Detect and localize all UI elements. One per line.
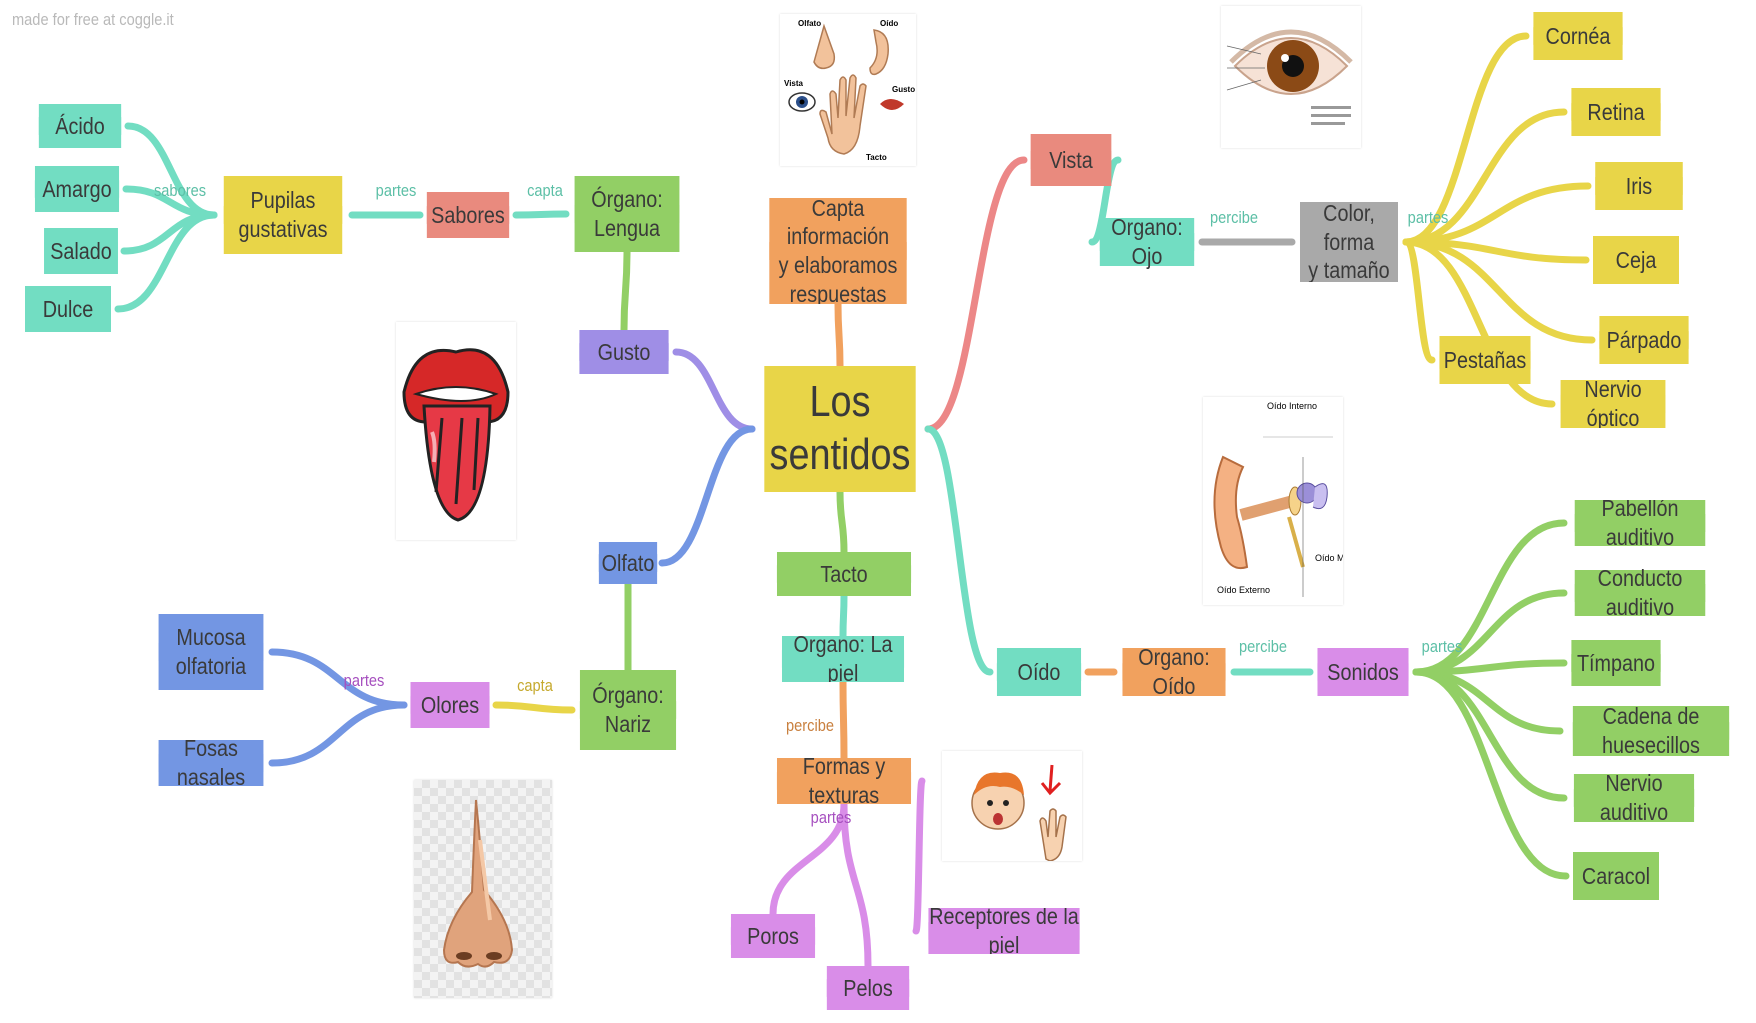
node-salado[interactable]: Salado <box>44 228 118 274</box>
node-nervio-auditivo[interactable]: Nervio auditivo <box>1574 774 1694 822</box>
connector-root-oido <box>928 429 990 672</box>
connector-piel-formas <box>843 682 844 758</box>
node-olores[interactable]: Olores <box>410 682 489 728</box>
node-dulce[interactable]: Dulce <box>25 286 111 332</box>
edge-label-sabores: sabores <box>154 181 206 201</box>
edge-label-percibe-piel: percibe <box>786 716 834 736</box>
node-nervio-optico[interactable]: Nervio óptico <box>1561 380 1666 428</box>
node-receptores-piel[interactable]: Receptores de la piel <box>928 908 1079 954</box>
connector-root-tacto <box>840 492 844 552</box>
node-cadena-huesecillos[interactable]: Cadena de huesecillos <box>1573 706 1730 756</box>
node-fosas-nasales[interactable]: Fosas nasales <box>159 740 264 786</box>
connector-root-vista <box>928 160 1024 429</box>
node-conducto-auditivo[interactable]: Conducto auditivo <box>1575 570 1706 616</box>
node-capta-informacion[interactable]: Capta información y elaboramos respuesta… <box>769 198 907 304</box>
senses-illustration: Olfato Oído Vista Gusto Tacto <box>780 14 916 166</box>
node-organo-la-piel[interactable]: Órgano: La piel <box>782 636 904 682</box>
node-mucosa-olfatoria[interactable]: Mucosa olfatoria <box>159 614 264 690</box>
connector-root-olfato <box>662 429 752 563</box>
lips-tongue-illustration <box>396 322 516 540</box>
eye-diagram <box>1221 6 1361 148</box>
edge-label-capta-nariz: capta <box>517 676 553 696</box>
senses-label-olfato: Olfato <box>798 19 821 28</box>
ear-label-interno: Oído Interno <box>1267 401 1317 411</box>
child-touch-illustration <box>942 751 1082 861</box>
ear-label-medio: Oído Me <box>1315 553 1343 563</box>
connector-root-gusto <box>676 352 752 429</box>
edge-label-partes-ojo: partes <box>1408 208 1449 228</box>
node-pupilas-gustativas[interactable]: Pupilas gustativas <box>224 176 343 254</box>
node-tacto[interactable]: Tacto <box>777 552 911 596</box>
connector-formas-pelos <box>844 804 868 966</box>
node-timpano[interactable]: Tímpano <box>1571 640 1660 686</box>
senses-label-gusto: Gusto <box>892 85 915 94</box>
node-cornea[interactable]: Cornéa <box>1533 12 1622 60</box>
connector-root-capta <box>838 304 840 366</box>
node-ceja[interactable]: Ceja <box>1593 236 1679 284</box>
connector-nariz-olores <box>496 705 572 710</box>
node-pabellon-auditivo[interactable]: Pabellón auditivo <box>1575 500 1706 546</box>
node-olfato[interactable]: Olfato <box>599 542 657 584</box>
ear-label-externo: Oído Externo <box>1217 585 1270 595</box>
node-organo-ojo[interactable]: Órgano: Ojo <box>1100 218 1195 266</box>
edge-label-capta-lengua: capta <box>527 181 563 201</box>
node-amargo[interactable]: Amargo <box>35 166 119 212</box>
node-organo-lengua[interactable]: Órgano: Lengua <box>575 176 680 252</box>
node-acido[interactable]: Ácido <box>39 104 122 148</box>
node-gusto[interactable]: Gusto <box>579 330 668 374</box>
node-caracol[interactable]: Caracol <box>1573 852 1659 900</box>
edge-label-partes-olores: partes <box>344 671 385 691</box>
edge-label-percibe-ojo: percibe <box>1210 208 1258 228</box>
senses-label-tacto: Tacto <box>866 153 887 162</box>
node-color-forma-tamano[interactable]: Color, forma y tamaño <box>1300 202 1398 282</box>
node-root[interactable]: Los sentidos <box>764 366 915 492</box>
node-iris[interactable]: Iris <box>1595 162 1683 210</box>
node-sonidos[interactable]: Sonidos <box>1317 648 1408 696</box>
edge-label-partes-formas: partes <box>811 808 852 828</box>
nose-illustration <box>414 780 552 998</box>
node-poros[interactable]: Poros <box>731 914 815 958</box>
node-sabores[interactable]: Sabores <box>427 192 510 238</box>
node-retina[interactable]: Retina <box>1571 88 1660 136</box>
connector-formas-receptores <box>916 781 922 931</box>
connector-olores-fosas <box>272 705 404 763</box>
senses-label-vista: Vista <box>784 79 804 88</box>
node-pelos[interactable]: Pelos <box>827 966 910 1010</box>
node-parpado[interactable]: Párpado <box>1599 316 1688 364</box>
node-organo-nariz[interactable]: Órgano: Nariz <box>580 670 676 750</box>
node-oido[interactable]: Oído <box>997 648 1081 696</box>
senses-label-oido: Oído <box>880 19 898 28</box>
connector-lengua-sabores <box>516 214 566 215</box>
edge-label-partes-sonidos: partes <box>1422 637 1463 657</box>
ear-anatomy-diagram: Oído Interno Oído Me Oído Externo <box>1203 397 1343 605</box>
edge-label-percibe-oido: percibe <box>1239 637 1287 657</box>
connector-gusto-lengua <box>624 252 627 330</box>
node-formas-texturas[interactable]: Formas y texturas <box>777 758 911 804</box>
node-vista[interactable]: Vista <box>1031 134 1112 186</box>
edge-label-partes-pupilas: partes <box>376 181 417 201</box>
connector-pupilas-dulce <box>118 215 214 309</box>
connector-color-pestanas <box>1406 242 1432 360</box>
node-pestanas[interactable]: Pestañas <box>1439 336 1530 384</box>
node-organo-oido[interactable]: Órgano: Oído <box>1122 648 1225 696</box>
